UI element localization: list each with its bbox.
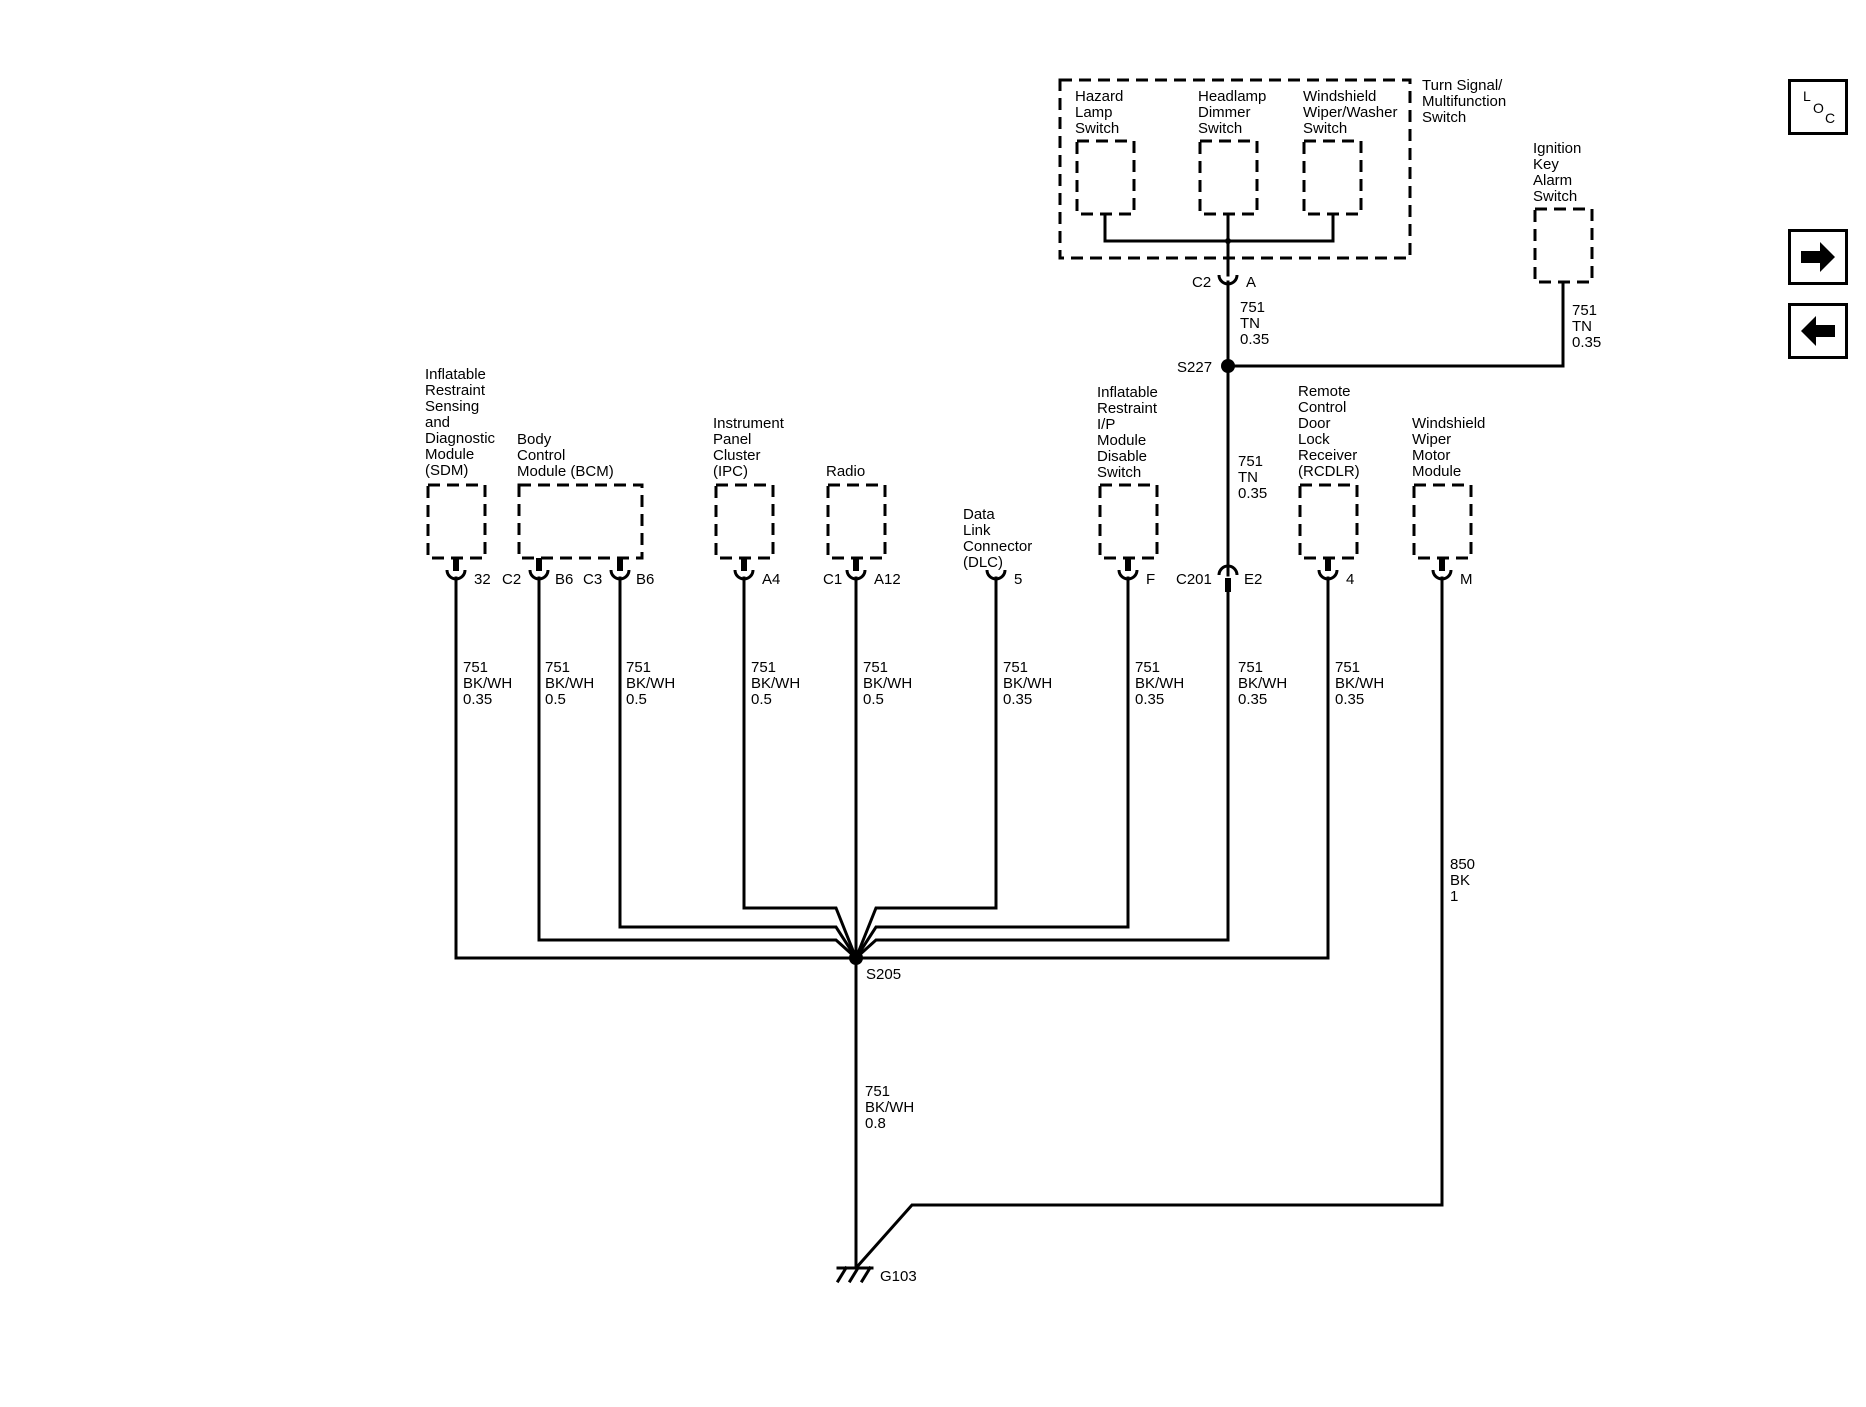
ipc-pin-label: A4 xyxy=(762,571,780,588)
ipc-box xyxy=(714,483,775,560)
radio-c1-label: C1 xyxy=(823,571,842,588)
loc-letter-o: O xyxy=(1813,100,1824,116)
bcm-c2-label: C2 xyxy=(502,571,521,588)
wire-bcm1 xyxy=(537,576,859,961)
wwm-pin-stub xyxy=(1439,558,1445,571)
dlc-pin-label: 5 xyxy=(1014,571,1022,588)
connector-c201-pin xyxy=(1225,578,1231,592)
wire-sdm xyxy=(454,576,858,960)
arrow-right-icon xyxy=(1801,242,1835,272)
location-view-button[interactable]: L O C xyxy=(1788,79,1848,135)
splice-s205-label: S205 xyxy=(866,966,901,983)
wiper-washer-switch-box xyxy=(1302,139,1363,216)
previous-page-button[interactable] xyxy=(1788,303,1848,359)
wwm-box xyxy=(1412,483,1473,560)
c2-top-pin-label: C2 xyxy=(1192,274,1211,291)
ignition-key-alarm-switch-box xyxy=(1533,207,1594,284)
sdm-pin-stub xyxy=(453,558,459,571)
loc-letter-c: C xyxy=(1825,110,1836,126)
wire-ipmds xyxy=(853,576,1130,961)
wire-rcdlr xyxy=(854,576,1330,960)
ipmds-pin-label: F xyxy=(1146,571,1155,588)
wire-c201 xyxy=(853,590,1230,961)
a-top-pin-label: A xyxy=(1246,274,1256,291)
sdm-pin-label: 32 xyxy=(474,571,491,588)
ground-g103-label: G103 xyxy=(880,1268,917,1285)
splice-s227-label: S227 xyxy=(1177,359,1212,376)
radio-box xyxy=(826,483,887,560)
wire-dlc xyxy=(854,576,998,960)
ipc-pin-stub xyxy=(741,558,747,571)
ipmds-pin-stub xyxy=(1125,558,1131,571)
arrow-left-icon xyxy=(1801,316,1835,346)
wire-ignition-to-s227 xyxy=(1226,280,1565,368)
c201-pin-label: E2 xyxy=(1244,571,1262,588)
ground-g103-icon xyxy=(835,1265,874,1284)
bcm-c3-label: C3 xyxy=(583,571,602,588)
rcdlr-box xyxy=(1298,483,1359,560)
bcm-pin2-stub xyxy=(617,558,623,571)
bcm-b6a-label: B6 xyxy=(555,571,573,588)
loc-letter-l: L xyxy=(1803,88,1811,104)
radio-pin-label: A12 xyxy=(874,571,901,588)
wire-bcm2 xyxy=(618,576,859,961)
ipmds-box xyxy=(1098,483,1159,560)
radio-pin-stub xyxy=(853,558,859,571)
rcdlr-pin-stub xyxy=(1325,558,1331,571)
wire-ipc xyxy=(742,576,858,960)
bcm-pin1-stub xyxy=(536,558,542,571)
wire-wwm-to-g103 xyxy=(853,576,1444,1271)
headlamp-dimmer-switch-box xyxy=(1198,139,1259,216)
wwm-pin-label: M xyxy=(1460,571,1473,588)
connector-c201 xyxy=(1217,564,1239,576)
multifunction-internal-bus xyxy=(1103,212,1335,243)
rcdlr-pin-label: 4 xyxy=(1346,571,1354,588)
next-page-button[interactable] xyxy=(1788,229,1848,285)
hazard-lamp-switch-box xyxy=(1075,139,1136,216)
bcm-b6b-label: B6 xyxy=(636,571,654,588)
bcm-box xyxy=(517,483,644,560)
c201-label: C201 xyxy=(1176,571,1212,588)
sdm-box xyxy=(426,483,487,560)
turn-signal-multifunction-switch-box xyxy=(1058,78,1412,260)
radio-label: Radio xyxy=(826,463,865,480)
